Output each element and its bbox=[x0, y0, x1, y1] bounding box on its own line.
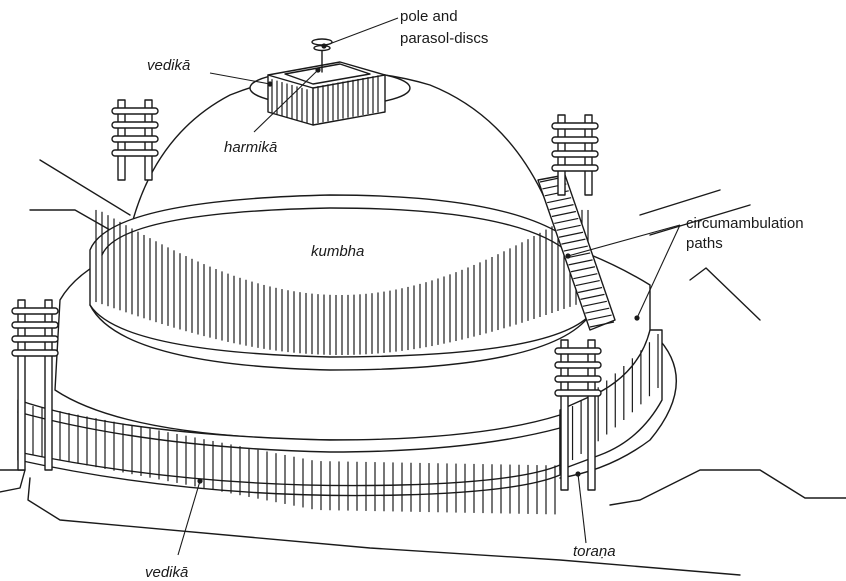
torana-gateways bbox=[11, 99, 602, 491]
label-circumambulation-line1: circumambulation bbox=[686, 215, 804, 232]
upper-railing bbox=[89, 194, 591, 371]
torana-gateway bbox=[111, 99, 159, 181]
torana-gateway bbox=[551, 114, 599, 196]
torana-gateway bbox=[554, 339, 602, 491]
label-harmika: harmikā bbox=[224, 139, 277, 156]
label-circumambulation-line2: paths bbox=[686, 235, 723, 252]
label-vedika-top: vedikā bbox=[147, 57, 190, 74]
label-pole-line2: parasol-discs bbox=[400, 30, 488, 47]
lower-railing bbox=[17, 329, 663, 515]
label-kumbha: kumbha bbox=[311, 243, 364, 260]
harmika-box bbox=[267, 38, 386, 126]
label-torana: toraṇa bbox=[573, 543, 616, 560]
torana-gateway bbox=[11, 299, 59, 471]
leader-lines bbox=[177, 17, 681, 556]
label-vedika-bottom: vedikā bbox=[145, 564, 188, 581]
label-pole-line1: pole and bbox=[400, 8, 458, 25]
